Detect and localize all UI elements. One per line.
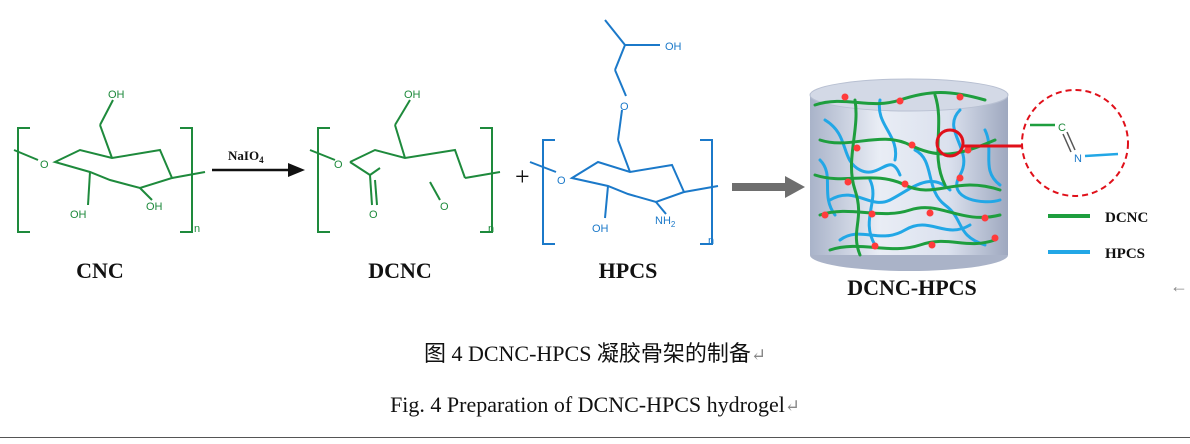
cnc-oh-top: OH [108,89,125,101]
hpcs-oh-bottom: OH [592,223,609,235]
caption-english: Fig. 4 Preparation of DCNC-HPCS hydrogel… [0,392,1190,418]
label-hydrogel: DCNC-HPCS [847,275,977,300]
dcnc-oh-top: OH [404,89,421,101]
bottom-rule [0,437,1190,438]
label-cnc: CNC [76,258,124,283]
dcnc-ring-o: O [334,159,343,171]
cnc-ring-o: O [40,159,49,171]
crosslink-points [821,93,999,250]
hpcs-ring-o: O [557,175,566,187]
label-hpcs: HPCS [599,258,658,283]
imine-zoom-callout [935,89,1129,197]
dcnc-structure [309,99,501,233]
hpcs-structure [529,19,719,245]
caption-chinese: 图 4 DCNC-HPCS 凝胶骨架的制备↵ [0,336,1190,368]
dcnc-aldehyde-o-right: O [440,201,449,213]
reagent-label: NaIO4 [228,148,264,165]
caption-english-text: Fig. 4 Preparation of DCNC-HPCS hydrogel [390,392,785,417]
preparation-scheme: OH O OH OH n CNC NaIO4 OH O O O n DCNC + [13,19,1148,300]
label-dcnc: DCNC [368,258,432,283]
legend-label-dcnc: DCNC [1105,210,1148,226]
cnc-n: n [194,223,200,235]
paragraph-mark: ↵ [784,396,800,416]
cnc-oh-right: OH [146,201,163,213]
hpcs-n: n [708,235,714,247]
hpcs-nh2: NH2 [655,215,676,229]
reaction-arrow-naio4 [212,163,305,177]
paragraph-mark: ↵ [750,345,767,365]
plus-sign: + [515,162,530,191]
paragraph-mark-side: ← [1170,276,1188,296]
crosslink-arrow [732,176,805,198]
cnc-structure [13,99,206,233]
caption-chinese-text: 图 4 DCNC-HPCS 凝胶骨架的制备 [423,341,751,366]
dcnc-aldehyde-o-left: O [369,209,378,221]
legend: DCNC HPCS [1048,210,1148,262]
legend-label-hpcs: HPCS [1105,246,1145,262]
imine-n: N [1074,153,1082,165]
hpcs-oh-top: OH [665,41,682,53]
hpcs-ether-o: O [620,101,629,113]
imine-c: C [1058,122,1066,134]
cnc-oh-left: OH [70,209,87,221]
dcnc-n: n [488,223,494,235]
